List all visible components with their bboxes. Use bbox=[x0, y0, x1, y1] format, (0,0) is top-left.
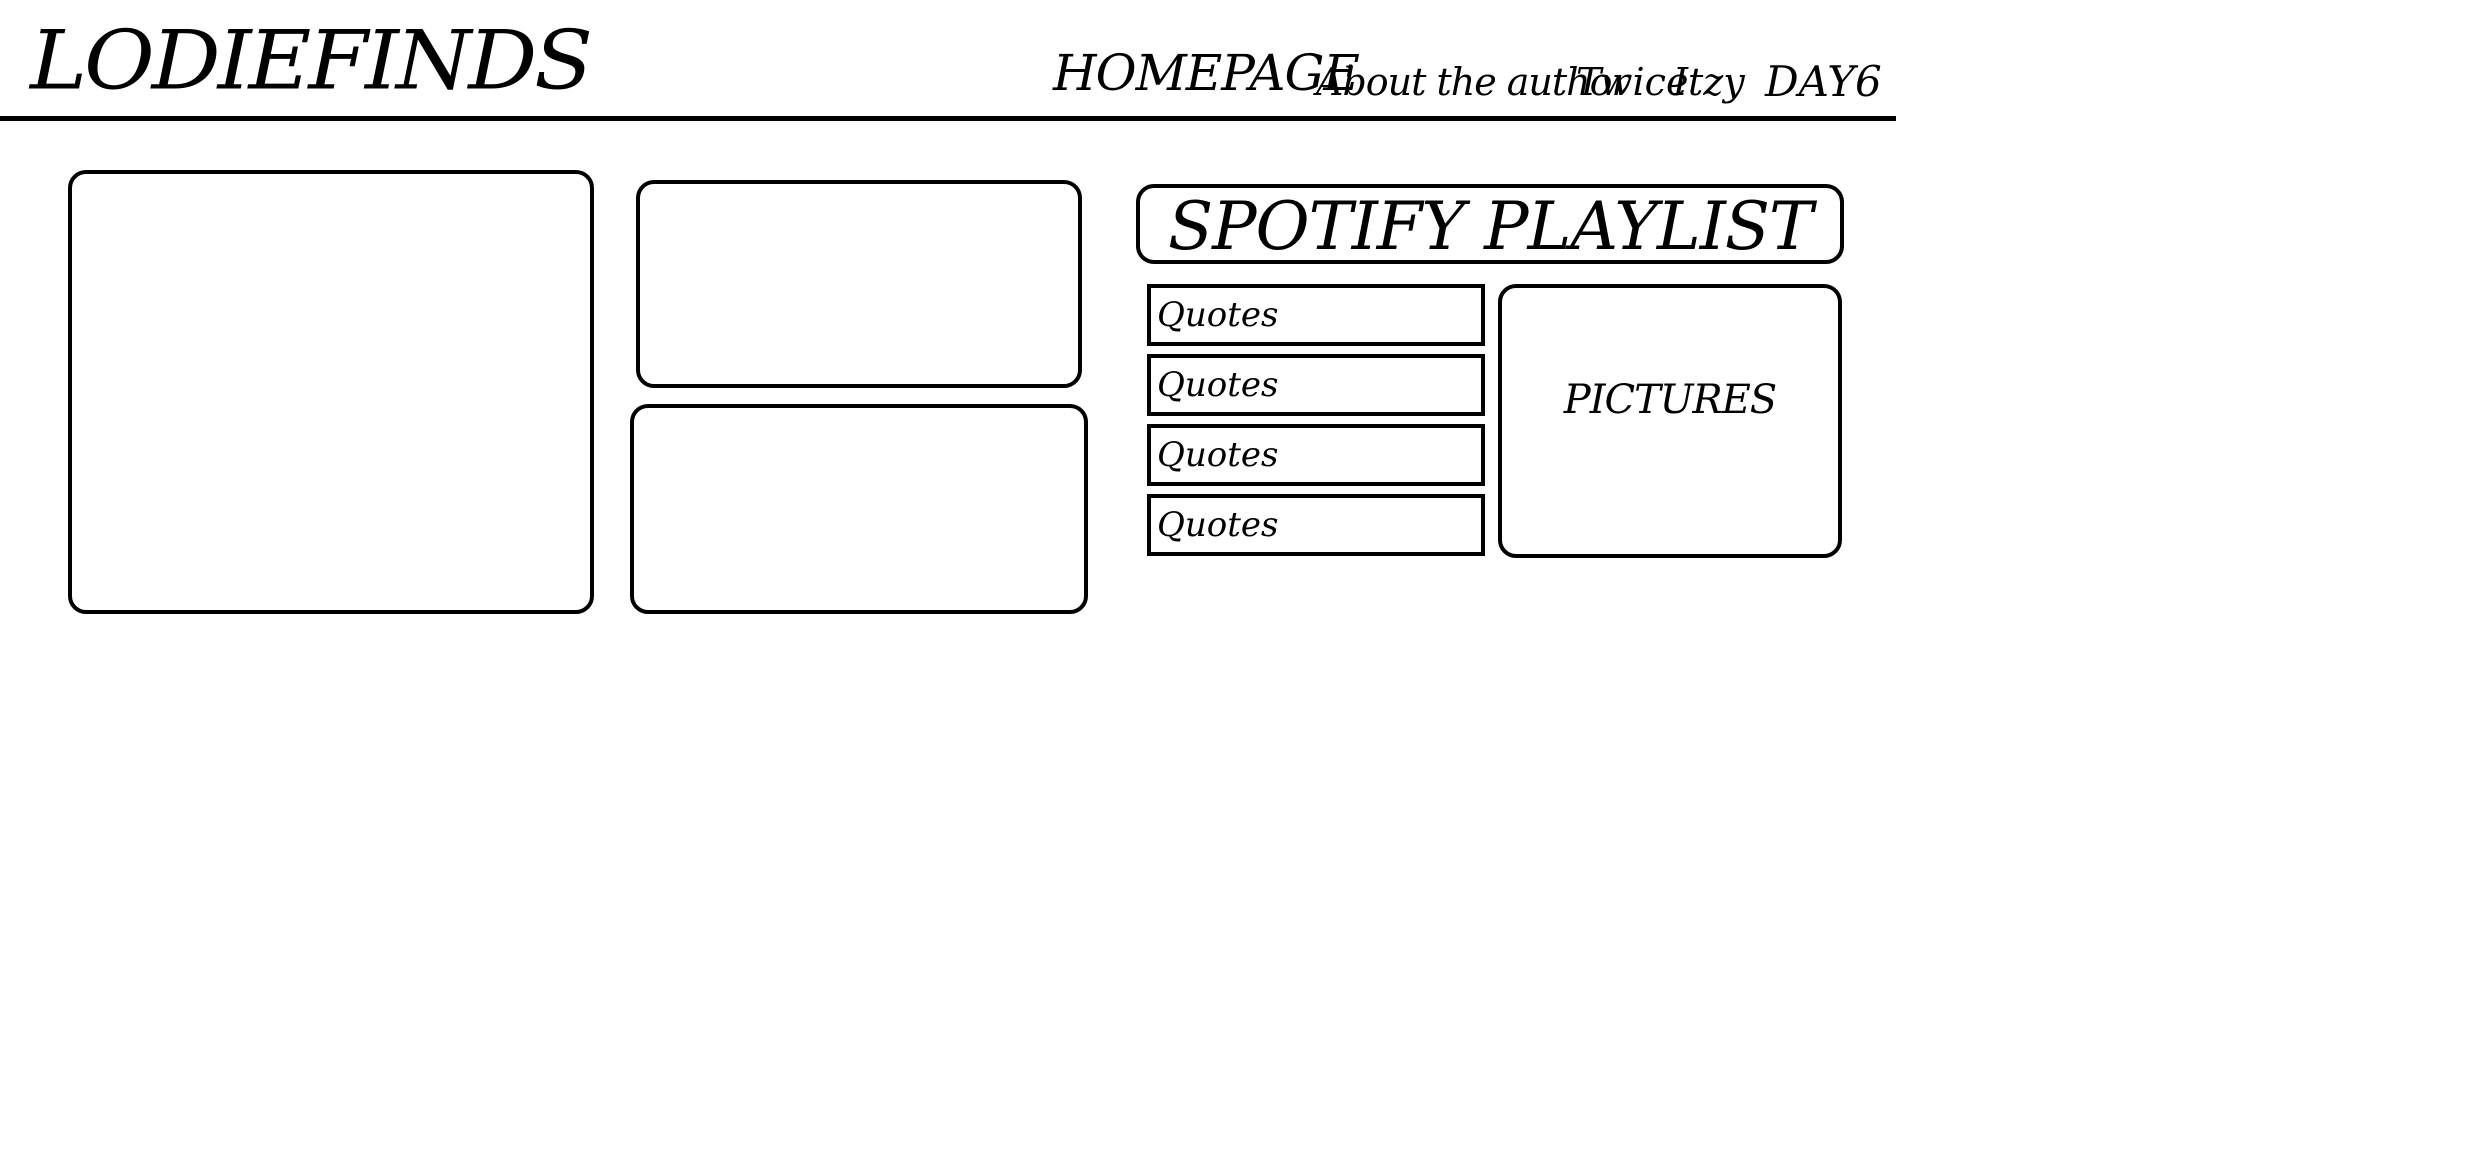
site-logo[interactable]: LODIEFINDS bbox=[30, 13, 593, 109]
pictures-panel[interactable]: PICTURES bbox=[1498, 284, 1842, 558]
nav-about-author-link[interactable]: About the author bbox=[1316, 60, 1630, 104]
content-panel-bottom bbox=[630, 404, 1088, 614]
header-divider bbox=[0, 116, 1896, 121]
quote-card[interactable]: Quotes bbox=[1147, 284, 1485, 346]
pictures-label: PICTURES bbox=[1563, 377, 1777, 423]
quote-card[interactable]: Quotes bbox=[1147, 354, 1485, 416]
spotify-playlist-title: SPOTIFY PLAYLIST bbox=[1167, 188, 1813, 264]
quote-card[interactable]: Quotes bbox=[1147, 494, 1485, 556]
nav-day6-link[interactable]: DAY6 bbox=[1765, 57, 1882, 106]
nav-twice-link[interactable]: Twice bbox=[1576, 60, 1689, 104]
nav-itzy-link[interactable]: Itzy bbox=[1673, 60, 1745, 104]
quote-label: Quotes bbox=[1157, 365, 1279, 405]
quote-card[interactable]: Quotes bbox=[1147, 424, 1485, 486]
spotify-playlist-header[interactable]: SPOTIFY PLAYLIST bbox=[1136, 184, 1844, 264]
quote-label: Quotes bbox=[1157, 505, 1279, 545]
content-panel-large bbox=[68, 170, 594, 614]
content-panel-top bbox=[636, 180, 1082, 388]
quote-label: Quotes bbox=[1157, 435, 1279, 475]
nav-homepage-link[interactable]: HOMEPAGE bbox=[1053, 44, 1360, 102]
quote-label: Quotes bbox=[1157, 295, 1279, 335]
